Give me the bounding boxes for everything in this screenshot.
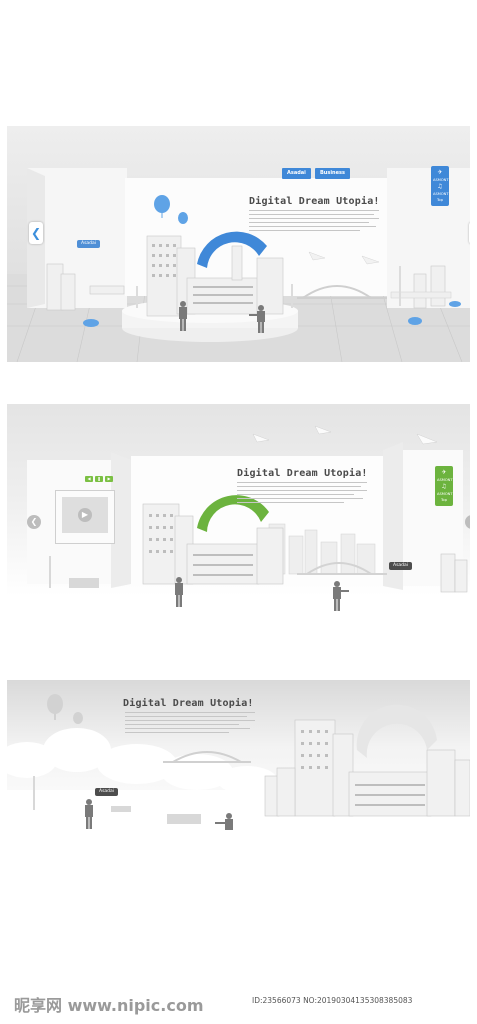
scene-2-ribbon-menu[interactable]: ✈ ASMONT ♫ ASMONT Top (435, 466, 453, 506)
scene-1-title: Digital Dream Utopia! (249, 196, 380, 207)
scene-panel-1: Asadai Business Digital Dream Utopia! As… (7, 126, 470, 362)
tab-asadai[interactable]: Asadai (282, 168, 311, 179)
ribbon-label: ASMONT (433, 192, 449, 196)
scene-panel-2: ◀ ❚ ▶ ▶ Digital Dream Utopia! Asadai ❮ ❯… (7, 404, 470, 644)
video-player[interactable]: ▶ (55, 490, 115, 544)
forward-icon: ▶ (107, 476, 111, 481)
forward-button[interactable]: ▶ (105, 476, 113, 482)
scene-3-illustration (7, 694, 470, 830)
scene-2-right-arrow[interactable]: ❯ (465, 515, 470, 529)
pause-button[interactable]: ❚ (95, 476, 103, 482)
scene-1-right-arrow[interactable]: ❯ (469, 222, 470, 244)
scene-1-left-arrow[interactable]: ❮ (29, 222, 43, 244)
plane-icon: ✈ (437, 169, 443, 176)
scene-1-illustration (7, 168, 470, 362)
ribbon-label: ASMONT (437, 492, 453, 496)
ribbon-top-label: Top (436, 198, 444, 202)
chevron-left-icon: ❮ (30, 517, 38, 526)
rewind-button[interactable]: ◀ (85, 476, 93, 482)
pause-icon: ❚ (97, 476, 101, 481)
ribbon-label: ASMONT (433, 178, 449, 182)
scene-2-title: Digital Dream Utopia! (237, 468, 368, 479)
scene-2-body-text (237, 482, 367, 506)
scene-2-left-arrow[interactable]: ❮ (27, 515, 41, 529)
scene-3-body-text (125, 712, 255, 736)
site-logo: 昵享网 www.nipic.com (14, 996, 204, 1015)
scene-3-title: Digital Dream Utopia! (123, 698, 254, 709)
scene-1-body-text (249, 210, 379, 234)
ribbon-label: ASMONT (437, 478, 453, 482)
scene-2-illustration (27, 425, 468, 611)
scene-3-callout: Asadai (95, 788, 119, 796)
rewind-icon: ◀ (87, 476, 91, 481)
music-icon: ♫ (441, 483, 447, 490)
scene-1-ribbon-menu[interactable]: ✈ ASMONT ♫ ASMONT Top (431, 166, 449, 206)
chevron-right-icon: ❯ (469, 517, 470, 526)
tab-business[interactable]: Business (315, 168, 350, 179)
scene-panel-3: Digital Dream Utopia! Asadai (7, 680, 470, 830)
scene-1-callout: Asadai (77, 240, 101, 248)
image-id-label: ID:23566073 NO:20190304135308385083 (252, 996, 413, 1005)
scene-2-callout: Asadai (389, 562, 413, 570)
plane-icon: ✈ (441, 469, 447, 476)
ribbon-top-label: Top (440, 498, 448, 502)
play-icon: ▶ (81, 510, 89, 519)
chevron-left-icon: ❮ (30, 226, 42, 240)
music-icon: ♫ (437, 183, 443, 190)
play-button[interactable]: ▶ (78, 508, 92, 522)
